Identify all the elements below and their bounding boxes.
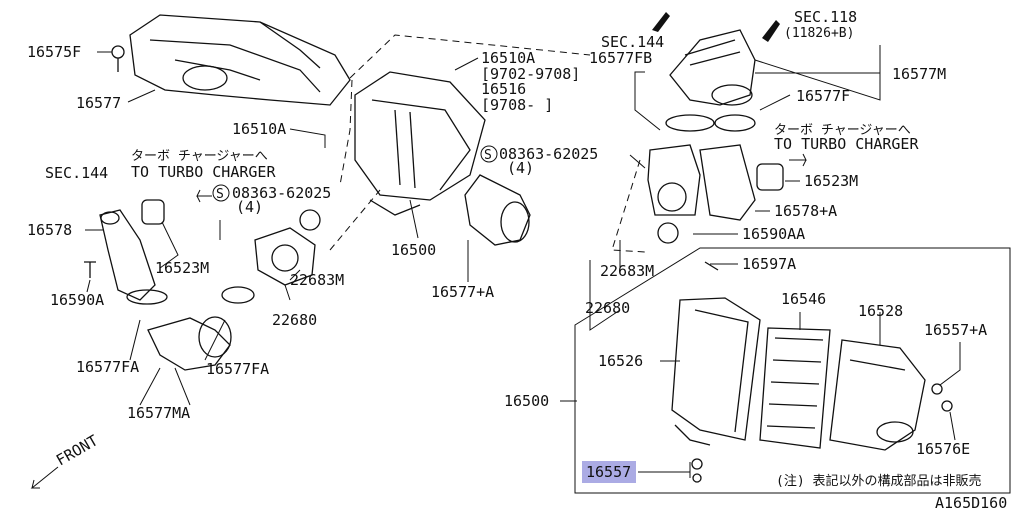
grommet-16557A-drawing	[931, 383, 943, 395]
hose-16577MA-drawing	[126, 286, 255, 371]
label-sec118[interactable]: SEC.118	[794, 8, 857, 26]
air-cleaner-upper-drawing	[354, 71, 486, 216]
gasket-16523M-left-drawing	[141, 199, 165, 225]
flange-22680-right-drawing	[647, 144, 756, 244]
bolt-symbol-right-icon: S	[480, 145, 498, 163]
clip-16575F-drawing	[111, 45, 125, 72]
grommet-16557-base-drawing	[692, 473, 702, 483]
gasket-16523M-right-drawing	[756, 163, 784, 191]
highlight-16557	[582, 461, 636, 483]
label-bolt-right[interactable]: 08363-62025	[499, 145, 598, 163]
turbo-en-right: TO TURBO CHARGER	[774, 135, 919, 153]
label-16577FA-right[interactable]: 16577FA	[206, 360, 269, 378]
label-16557[interactable]: 16557	[586, 463, 631, 481]
leader-lines	[85, 45, 961, 478]
label-16528[interactable]: 16528	[858, 302, 903, 320]
label-16577M[interactable]: 16577M	[892, 65, 946, 83]
clip-16576E-drawing	[941, 400, 953, 412]
pipe-16578-drawing	[99, 209, 156, 301]
label-22683M-left[interactable]: 22683M	[290, 271, 344, 289]
label-sec144-left[interactable]: SEC.144	[45, 164, 108, 182]
duct-16577-drawing	[129, 14, 351, 106]
turbo-jp-left: ターボ チャージャーへ	[131, 149, 268, 164]
grommet-16557-drawing	[691, 458, 703, 470]
label-16557A[interactable]: 16557+A	[924, 321, 987, 339]
arrow-sec144-icon	[652, 12, 670, 32]
label-22680-right[interactable]: 22680	[585, 299, 630, 317]
bolt-symbol-right-text: S	[484, 148, 492, 163]
label-16500-box[interactable]: 16500	[504, 392, 549, 410]
label-16523M-left[interactable]: 16523M	[155, 259, 209, 277]
note-text: (注) 表記以外の構成部品は非販売	[776, 473, 981, 489]
bolt-symbol-left-text: S	[216, 187, 224, 202]
label-16577FB[interactable]: 16577FB	[589, 49, 652, 67]
arrow-turbo-right-icon	[789, 153, 807, 167]
label-16546[interactable]: 16546	[781, 290, 826, 308]
pin-16597A-drawing	[704, 261, 719, 271]
arrow-sec118-icon	[762, 20, 780, 42]
turbo-en-left: TO TURBO CHARGER	[131, 163, 276, 181]
label-16590AA[interactable]: 16590AA	[742, 225, 805, 243]
label-sec118-sub: (11826+B)	[784, 26, 854, 41]
hose-16577M-drawing	[665, 29, 756, 132]
turbo-jp-right: ターボ チャージャーへ	[774, 123, 911, 138]
label-front: FRONT	[53, 431, 101, 469]
bolt-16590A-drawing	[84, 261, 96, 278]
label-16576E[interactable]: 16576E	[916, 440, 970, 458]
label-16526[interactable]: 16526	[598, 352, 643, 370]
label-9702-9708: [9702-9708]	[481, 65, 580, 83]
label-sec144-right[interactable]: SEC.144	[601, 33, 664, 51]
label-qty-right: (4)	[507, 159, 534, 177]
label-16577[interactable]: 16577	[76, 94, 121, 112]
detail-box-outline	[574, 247, 1011, 494]
bolt-symbol-left-icon: S	[212, 184, 230, 202]
label-16575F[interactable]: 16575F	[27, 43, 81, 61]
lower-case-16526-drawing	[671, 297, 761, 446]
duct-16577A-drawing	[464, 174, 531, 246]
label-16578[interactable]: 16578	[27, 221, 72, 239]
label-16500-top[interactable]: 16500	[391, 241, 436, 259]
label-16578A[interactable]: 16578+A	[774, 202, 837, 220]
filter-16546-drawing	[759, 327, 831, 449]
label-16510A-top[interactable]: 16510A	[481, 49, 535, 67]
label-16577F[interactable]: 16577F	[796, 87, 850, 105]
upper-case-16528-drawing	[829, 339, 926, 451]
label-16516[interactable]: 16516	[481, 80, 526, 98]
figure-id: A165D160	[935, 494, 1007, 511]
label-16597A[interactable]: 16597A	[742, 255, 796, 273]
label-16590A[interactable]: 16590A	[50, 291, 104, 309]
label-16523M-right[interactable]: 16523M	[804, 172, 858, 190]
label-bolt-left[interactable]: 08363-62025	[232, 184, 331, 202]
flange-22680-left-drawing	[254, 209, 321, 286]
front-arrow-icon	[30, 466, 59, 489]
label-16510A-mid[interactable]: 16510A	[232, 120, 286, 138]
label-qty-left: (4)	[236, 198, 263, 216]
label-22683M-right[interactable]: 22683M	[600, 262, 654, 280]
label-22680-left[interactable]: 22680	[272, 311, 317, 329]
label-16577A[interactable]: 16577+A	[431, 283, 494, 301]
label-9708: [9708- ]	[481, 96, 553, 114]
label-16577MA[interactable]: 16577MA	[127, 404, 190, 422]
label-16577FA-left[interactable]: 16577FA	[76, 358, 139, 376]
direction-arrows	[30, 12, 807, 489]
arrow-turbo-left-icon	[196, 189, 212, 203]
